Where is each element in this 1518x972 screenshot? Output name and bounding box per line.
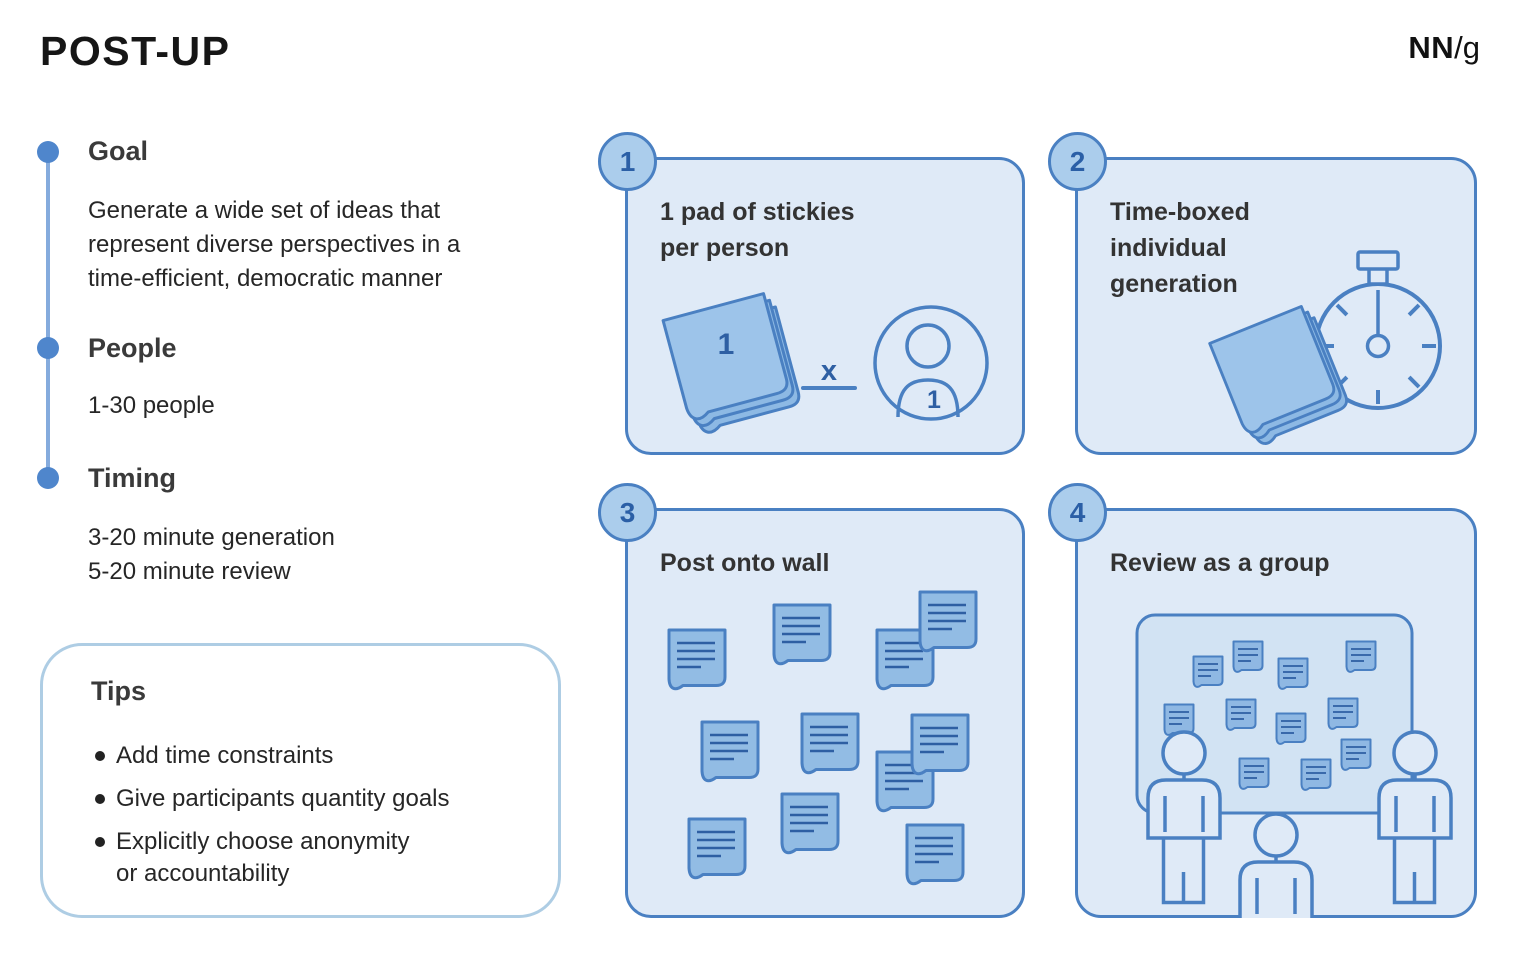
sticky-note-icon [667,628,727,691]
sticky-note-icon [1300,758,1332,791]
sticky-note-icon [1238,757,1270,790]
sticky-pad-icon [1208,302,1353,451]
sticky-note-icon [780,792,840,855]
tip-item: Give participants quantity goals [91,783,531,815]
timeline-dot-people [37,337,59,359]
people-body: 1-30 people [88,392,215,419]
step-number-badge: 4 [1048,483,1107,542]
sticky-note-icon [1163,703,1195,736]
step-1-illustration: 1 x 1 [661,290,989,439]
tips-box: Tips Add time constraints Give participa… [40,643,561,918]
person-count-label: 1 [927,386,941,414]
tip-item: Add time constraints [91,740,531,772]
page-title: POST-UP [40,28,231,74]
sticky-note-icon [772,603,832,666]
sticky-note-icon [700,720,760,783]
sticky-note-icon [910,713,970,776]
pad-count-label: 1 [718,328,735,361]
sticky-note-icon [800,712,860,775]
step-title: Review as a group [1110,549,1330,577]
step-card-1: 1 1 pad of stickies per person 1 x 1 [598,132,1025,455]
step-title: 1 pad of stickies per person [660,198,855,262]
step-card-4: 4 Review as a group [1048,483,1477,918]
step-title: Post onto wall [660,549,830,577]
step-number-badge: 1 [598,132,657,191]
sticky-note-icon [1275,712,1307,745]
sticky-pad-icon [661,290,804,439]
timeline-rail [46,152,50,478]
sticky-note-icon [918,590,978,653]
sticky-note-icon [1225,698,1257,731]
multiply-label: x [821,355,837,387]
sticky-note-icon [1345,640,1377,673]
goal-body: Generate a wide set of ideas that repres… [88,197,461,292]
step-number-badge: 2 [1048,132,1107,191]
timeline-dot-timing [37,467,59,489]
person-figure-icon [1238,812,1314,918]
timing-heading: Timing [88,463,177,493]
timeline-dot-goal [37,141,59,163]
person-icon [873,305,989,421]
step-card-3: 3 Post onto wall [598,483,1025,918]
multiply-sign-icon: x [801,355,857,390]
tips-list: Add time constraints Give participants q… [91,740,531,901]
step-card-2: 2 Time-boxed individual generation [1048,132,1477,455]
sticky-note-icon [905,823,965,886]
step-2-illustration [1208,250,1442,451]
sticky-note-icon [687,817,747,880]
nng-logo: NN/g [1408,30,1480,66]
nng-logo-nn: NN [1408,30,1455,65]
sticky-note-icon [1192,655,1224,688]
sticky-note-icon [1340,738,1372,771]
tips-heading: Tips [91,676,147,706]
step-number-badge: 3 [598,483,657,542]
sticky-note-icon [1277,657,1309,690]
sticky-note-icon [1327,697,1359,730]
step-4-illustration [1135,613,1453,918]
goal-heading: Goal [88,136,149,166]
step-title: Time-boxed individual generation [1110,198,1250,298]
people-heading: People [88,333,177,363]
timing-body: 3-20 minute generation 5-20 minute revie… [88,524,335,585]
tip-item: Explicitly choose anonymity or accountab… [91,826,531,890]
nng-logo-g: /g [1454,30,1480,65]
sticky-note-icon [1232,640,1264,673]
